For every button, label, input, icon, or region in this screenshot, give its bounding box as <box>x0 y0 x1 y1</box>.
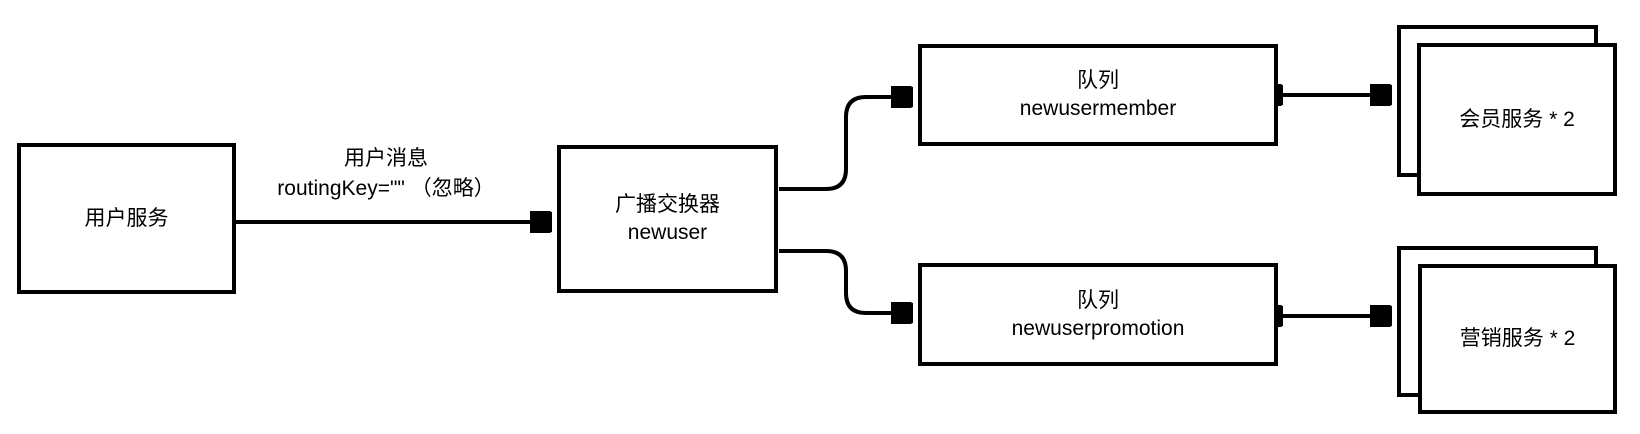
publish-message-label-line2: routingKey="" （忽略） <box>277 177 495 200</box>
publish-message-label: 用户消息 routingKey="" （忽略） <box>216 144 556 204</box>
broadcast-exchange-node: 广播交换器 newuser <box>557 145 778 293</box>
queue-newuserpromotion-label: 队列 <box>1077 288 1119 312</box>
queue-newusermember-label: 队列 <box>1077 69 1119 92</box>
exchange-to-member-queue-connector <box>779 97 913 191</box>
queue-newuserpromotion-node: 队列 newuserpromotion <box>918 263 1278 366</box>
user-service-node: 用户服务 <box>17 143 236 294</box>
promotion-service-node: 营销服务 * 2 <box>1418 264 1617 414</box>
member-service-node: 会员服务 * 2 <box>1417 43 1617 196</box>
queue-newusermember-name: newusermember <box>1019 97 1177 120</box>
promotion-service-label: 营销服务 * 2 <box>1459 327 1576 350</box>
exchange-to-promotion-queue-connector <box>779 249 913 313</box>
user-service-label: 用户服务 <box>84 206 169 230</box>
queue-newuserpromotion-name: newuserpromotion <box>1011 316 1185 340</box>
queue-newusermember-node: 队列 newusermember <box>918 44 1278 146</box>
broadcast-exchange-name: newuser <box>627 221 708 244</box>
member-service-label: 会员服务 * 2 <box>1459 107 1575 131</box>
publish-message-label-line1: 用户消息 <box>344 147 428 170</box>
broadcast-exchange-label: 广播交换器 <box>615 193 720 216</box>
